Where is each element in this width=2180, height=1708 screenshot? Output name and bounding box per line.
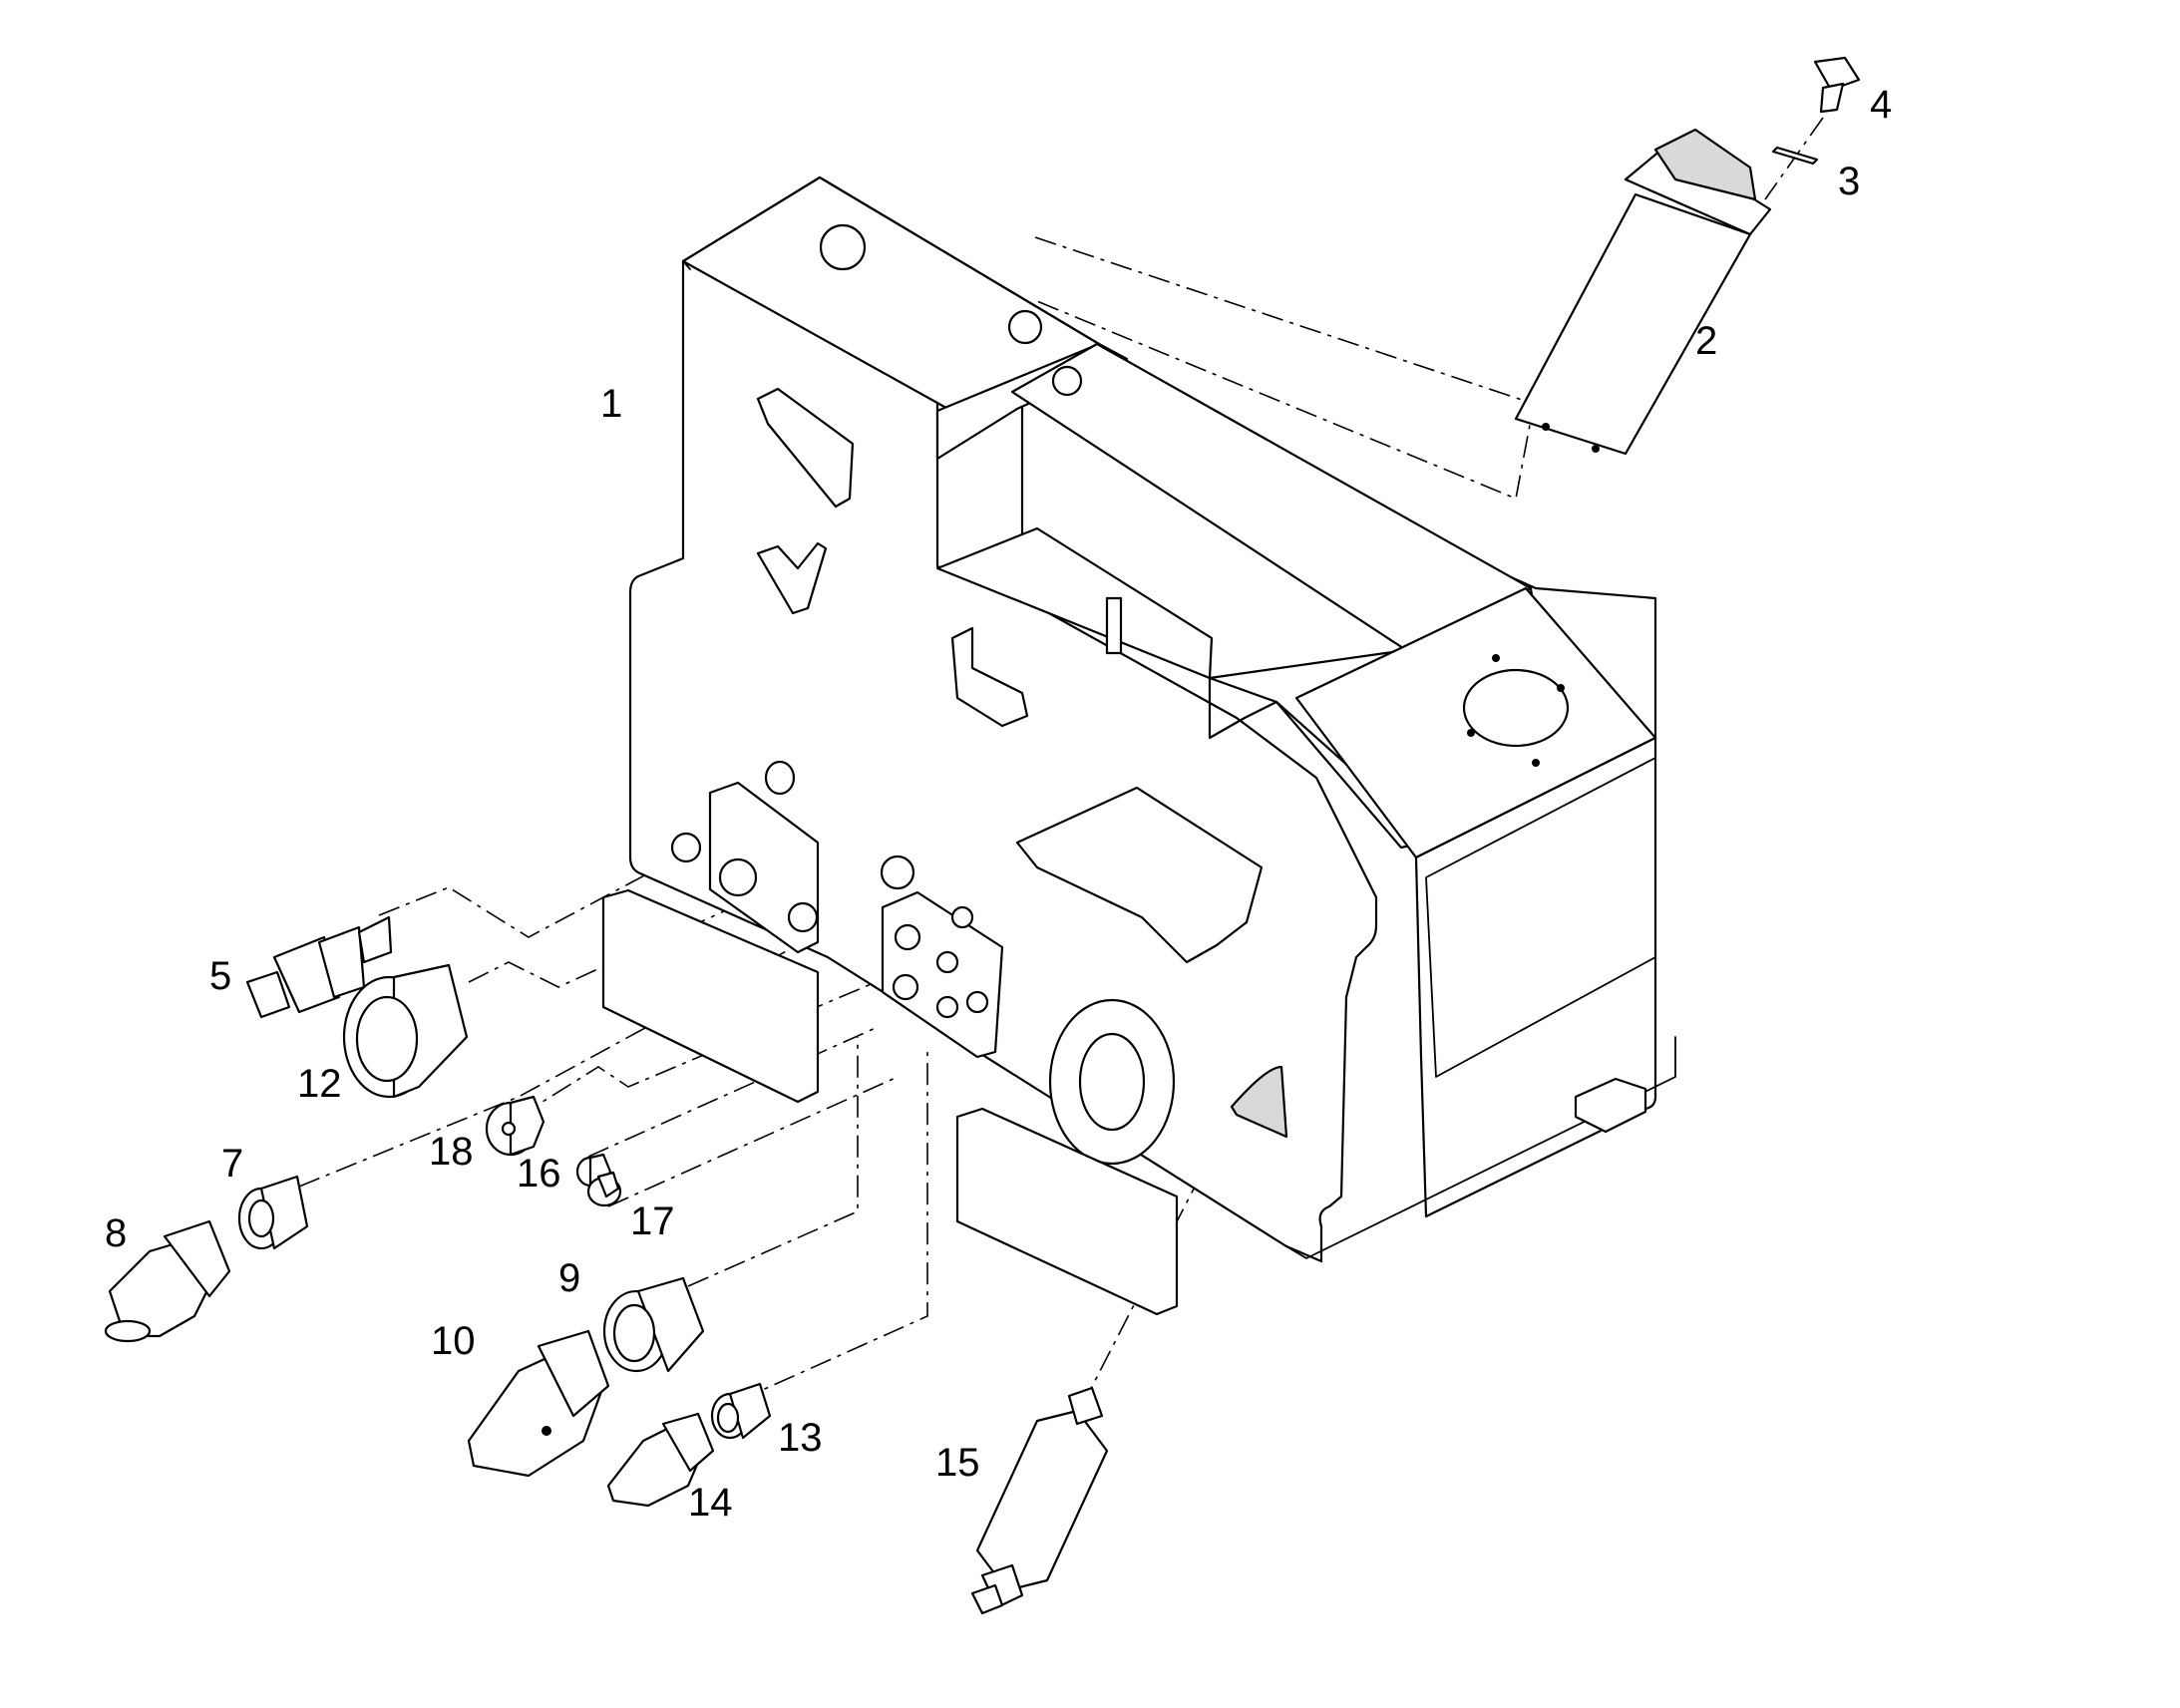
frame-top-port-bolt — [1557, 684, 1565, 692]
bolt-shank — [1819, 82, 1845, 114]
frame-pin — [1105, 596, 1123, 655]
filter-end-fitting — [970, 1583, 1004, 1615]
callout-15: 15 — [935, 1441, 980, 1485]
bolt-head — [1813, 56, 1861, 92]
leader-part-17 — [607, 1076, 899, 1207]
tube-flange — [1624, 143, 1772, 236]
sensor-tip — [357, 915, 393, 964]
elbow-10-port — [542, 1426, 551, 1436]
frame-valve-port — [950, 905, 974, 929]
tube-pin — [1542, 423, 1550, 431]
frame-boss — [764, 760, 796, 796]
elbow-part-14 — [606, 1412, 715, 1508]
callout-4: 4 — [1870, 83, 1892, 127]
callout-18: 18 — [429, 1130, 474, 1174]
frame-rail-right — [955, 1107, 1179, 1316]
callout-3: 3 — [1838, 160, 1860, 203]
frame-valve-port — [892, 973, 919, 1001]
fitting-13-hex — [728, 1382, 772, 1440]
frame-mount-plate — [1015, 786, 1264, 964]
callout-17: 17 — [630, 1199, 675, 1243]
fitting-7-bore — [247, 1198, 275, 1238]
fitting-9-bore — [612, 1303, 656, 1363]
sensor-plug — [245, 970, 291, 1019]
main-frame-part-1 — [601, 175, 1676, 1316]
frame-bracket-triangle — [756, 387, 855, 509]
fitting-part-12 — [342, 963, 469, 1099]
frame-stud — [819, 223, 867, 271]
elbow-8-end — [104, 1319, 152, 1343]
callout-16: 16 — [517, 1152, 561, 1196]
frame-top-port-bolt — [1492, 654, 1500, 662]
frame-valve-port — [965, 990, 989, 1014]
frame-bearing-bore — [1078, 1032, 1146, 1132]
callout-8: 8 — [105, 1211, 127, 1255]
leader-part-9 — [687, 1037, 859, 1287]
fitting-9-hex — [636, 1276, 705, 1373]
frame-bracket-angle-left — [756, 541, 828, 615]
washer — [1771, 146, 1819, 166]
frame-bottom-lip — [1285, 1036, 1676, 1259]
sensor-part-5 — [245, 915, 393, 1019]
frame-stud — [1007, 309, 1043, 345]
elbow-part-10 — [467, 1329, 610, 1478]
fitting-part-7 — [237, 1175, 309, 1250]
callout-12: 12 — [297, 1062, 342, 1106]
tube-pin — [1592, 445, 1600, 453]
callout-labels: 1 2 3 4 5 7 8 9 10 12 13 14 15 16 17 18 — [105, 83, 1892, 1525]
callout-2: 2 — [1695, 319, 1717, 363]
washer-part-3 — [1771, 146, 1819, 166]
elbow-part-8 — [104, 1219, 231, 1343]
filter-top-cap — [1067, 1386, 1104, 1426]
fitting-part-13 — [710, 1382, 772, 1440]
fitting-12-bore — [355, 995, 419, 1083]
leader-part-13 — [737, 1047, 928, 1402]
frame-top-port-bolt — [1467, 729, 1475, 737]
frame-valve-port — [880, 854, 915, 890]
elbow-10-nut — [537, 1329, 610, 1418]
callout-13: 13 — [778, 1416, 823, 1460]
plug-part-18 — [485, 1095, 545, 1157]
tube-cap — [1653, 128, 1757, 201]
frame-right-panel — [1425, 757, 1656, 1078]
callout-1: 1 — [600, 382, 622, 426]
fitting-part-9 — [602, 1276, 705, 1373]
plug-18-side — [509, 1095, 545, 1157]
elbow-8-nut — [163, 1219, 231, 1298]
callout-5: 5 — [209, 954, 231, 998]
plug-part-17 — [586, 1171, 622, 1207]
filter-body — [975, 1409, 1109, 1592]
frame-rail-left — [601, 888, 820, 1104]
elbow-14-nut — [661, 1412, 715, 1473]
frame-right-bracket — [1574, 1077, 1647, 1134]
frame-access-cutout — [1230, 1065, 1288, 1139]
frame-port — [670, 832, 702, 863]
frame-valve-port — [894, 923, 921, 951]
filter-part-15 — [970, 1386, 1109, 1615]
leader-part-16 — [587, 1026, 879, 1158]
callout-10: 10 — [431, 1319, 476, 1363]
tube-part-2 — [1514, 128, 1772, 456]
frame-top-port-bolt — [1532, 759, 1540, 767]
frame-valve-port — [935, 950, 959, 974]
fitting-13-bore — [716, 1402, 740, 1434]
frame-top-port — [1462, 668, 1570, 748]
plug-18-hole — [501, 1121, 517, 1137]
callout-7: 7 — [221, 1142, 243, 1186]
frame-port — [787, 901, 819, 933]
frame-stud — [1051, 365, 1083, 397]
frame-valve-port — [935, 995, 959, 1019]
frame-port — [718, 857, 758, 897]
callout-9: 9 — [558, 1256, 580, 1300]
bolt-part-4 — [1813, 56, 1861, 114]
plug-17-shank — [596, 1171, 620, 1198]
frame-bracket-angle-right — [950, 626, 1029, 728]
callout-14: 14 — [688, 1481, 733, 1525]
tube-body — [1514, 192, 1752, 456]
leader-part-2 — [1031, 236, 1535, 501]
